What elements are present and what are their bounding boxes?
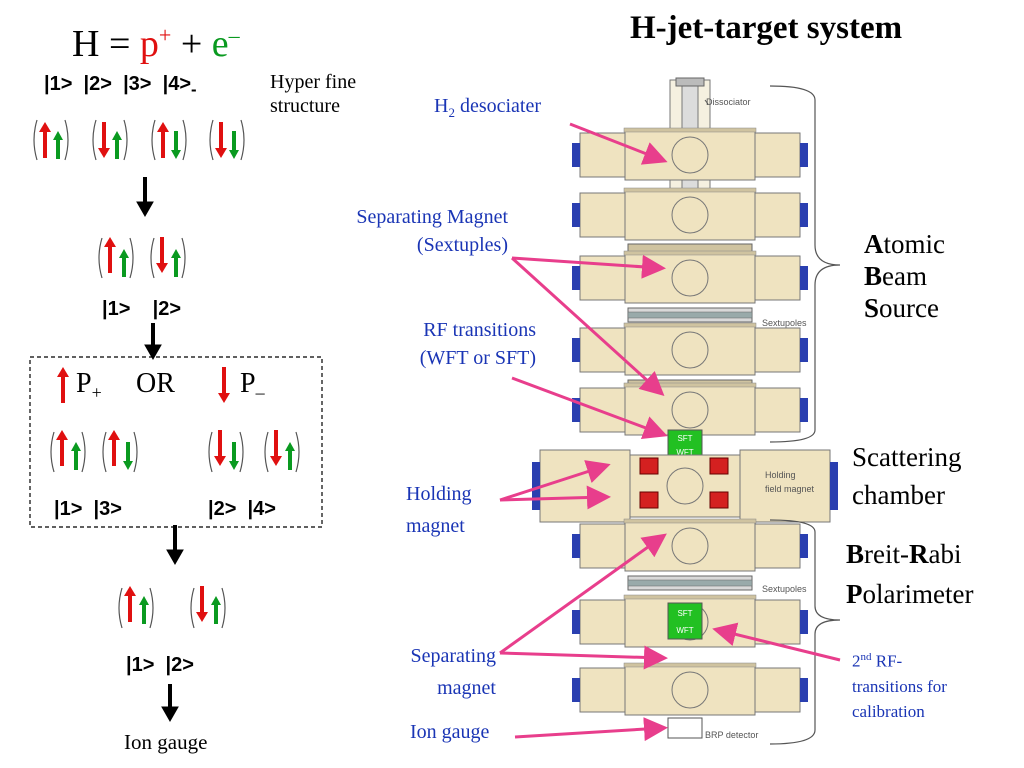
h2-dissociator-label: H2 desociater (434, 95, 542, 120)
state-4: |4> (162, 73, 191, 95)
p-minus-label: P– (240, 368, 265, 403)
apparatus: Dissociator Sextupoles SFT WFT Holding f… (532, 77, 838, 740)
dissociator-label: Dissociator (706, 97, 751, 107)
polarization-box (29, 356, 323, 528)
states-pminus-row: |2> |4> (208, 498, 276, 520)
p-minus-spin-icon (216, 365, 232, 405)
ion-gauge-left-label: Ion gauge (124, 730, 208, 754)
polarized-kets (50, 428, 300, 473)
hydrogen-equation: H = p+ + e– (72, 22, 240, 65)
atomic-beam-source-label: Atomic Beam Source (864, 229, 945, 323)
page-title: H-jet-target system (630, 10, 903, 46)
hyperfine-label: Hyper fine structure (270, 71, 357, 117)
bottom-kets (118, 584, 226, 629)
separating-magnet-lower-label: Separating magnet (410, 645, 496, 699)
svg-text:Sextupoles: Sextupoles (762, 318, 807, 328)
svg-text:WFT: WFT (676, 626, 693, 635)
braces (769, 85, 841, 745)
state-2: |2> (83, 73, 112, 95)
svg-text:BRP detector: BRP detector (705, 730, 758, 740)
p-plus-spin-icon (55, 365, 71, 405)
svg-text:Holding: Holding (765, 470, 796, 480)
second-rf-transitions-label: 2nd RF- transitions for calibration (852, 651, 947, 721)
states-bottom-row: |1> |2> (126, 654, 194, 676)
svg-text:field magnet: field magnet (765, 484, 815, 494)
svg-text:WFT: WFT (676, 448, 693, 457)
breit-rabi-polarimeter-label: Breit-Rabi Polarimeter (846, 539, 974, 609)
states-top-row: |1> |2> |3> |4>- (44, 73, 197, 99)
states-mid-row: |1> |2> (102, 298, 182, 320)
holding-magnet-label: Holding magnet (406, 483, 472, 537)
p-plus-label: P+ (76, 368, 102, 403)
state-1: |1> (44, 73, 73, 95)
scattering-chamber-label: Scattering chamber (852, 442, 962, 510)
pointer-arrows (499, 122, 841, 742)
rf-transitions-label: RF transitions (WFT or SFT) (419, 319, 536, 369)
or-label: OR (136, 368, 175, 399)
svg-text:Sextupoles: Sextupoles (762, 584, 807, 594)
state-3: |3> (123, 73, 152, 95)
ion-gauge-label: Ion gauge (410, 721, 490, 743)
svg-text:SFT: SFT (677, 609, 692, 618)
hyperfine-kets (33, 119, 245, 161)
flow-arrows (136, 177, 184, 723)
mid-kets (98, 235, 186, 279)
svg-text:SFT: SFT (677, 434, 692, 443)
separating-magnet-label: Separating Magnet (Sextuples) (356, 206, 508, 256)
states-pplus-row: |1> |3> (54, 498, 122, 520)
